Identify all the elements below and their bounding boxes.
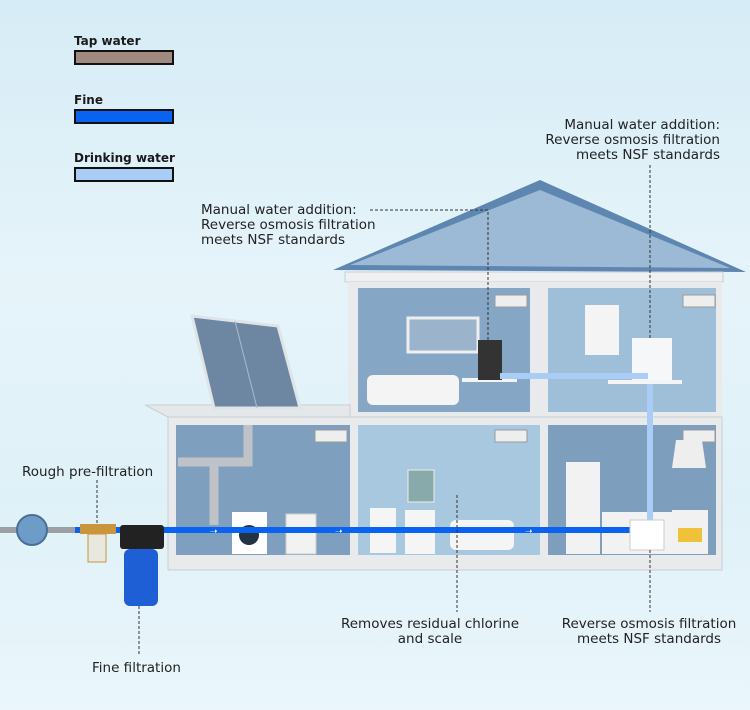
legend-swatch-fine <box>74 109 174 124</box>
callout-line: meets NSF standards <box>575 147 720 163</box>
water-dispenser-icon <box>478 340 502 380</box>
drinking-water-pipe <box>500 373 653 520</box>
legend-label-fine: Fine <box>74 93 103 107</box>
callout-fine-filtration: Fine filtration <box>92 660 181 676</box>
callout-chlorine: Removes residual chlorine and scale <box>336 617 524 647</box>
callout-line: meets NSF standards <box>201 232 346 248</box>
callout-line: Reverse osmosis filtration <box>201 217 376 233</box>
legend-swatch-drinking-water <box>74 167 174 182</box>
water-meter-icon <box>16 514 48 546</box>
svg-text:➝: ➝ <box>525 526 533 536</box>
callout-upper-left: Manual water addition: Reverse osmosis f… <box>201 203 376 248</box>
legend-swatch-tap-water <box>74 50 174 65</box>
solar-panel-icon <box>190 314 302 410</box>
callout-ro-kitchen: Reverse osmosis filtration meets NSF sta… <box>549 617 749 647</box>
sofa-icon <box>367 375 459 405</box>
callout-line: Manual water addition: <box>564 117 720 133</box>
svg-text:➝: ➝ <box>335 526 343 536</box>
callout-line: meets NSF standards <box>576 631 722 647</box>
pre-filter-icon <box>80 524 116 563</box>
legend-label-tap-water: Tap water <box>74 34 141 48</box>
svg-text:➝: ➝ <box>210 526 218 536</box>
bathtub-icon <box>450 520 514 550</box>
legend-label-drinking-water: Drinking water <box>74 151 175 165</box>
callout-line: and scale <box>397 631 463 647</box>
callout-rough-pre-filtration: Rough pre-filtration <box>22 464 154 480</box>
callout-line: Removes residual chlorine <box>340 616 520 632</box>
fridge-icon <box>566 462 600 554</box>
callout-line: Reverse osmosis filtration <box>545 132 720 148</box>
fine-filter-icon <box>120 525 164 606</box>
callout-line: Manual water addition: <box>201 202 357 218</box>
callout-upper-right: Manual water addition: Reverse osmosis f… <box>545 118 720 163</box>
callout-line: Reverse osmosis filtration <box>561 616 737 632</box>
